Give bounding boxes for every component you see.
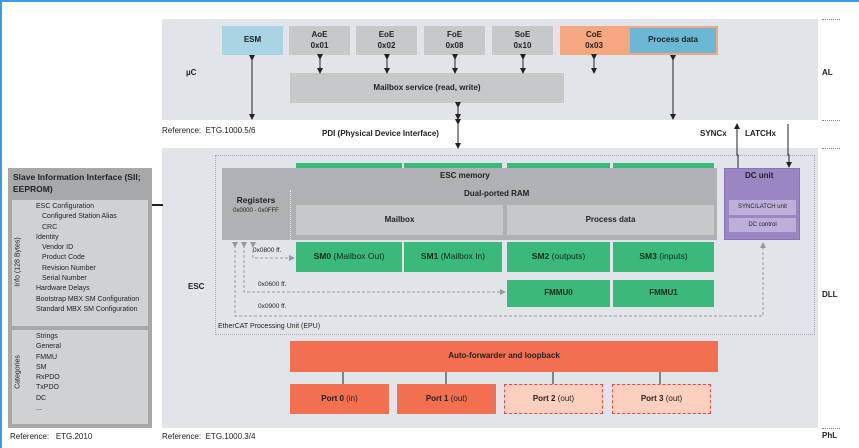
port-3: Port 3 (out): [612, 384, 711, 414]
layer-divider: [822, 428, 840, 429]
sm-tab: [507, 163, 610, 171]
process-data-area: Process data: [507, 205, 714, 235]
fmmu1: FMMU1: [613, 280, 714, 307]
mailbox-service-label: Mailbox service (read, write): [373, 82, 481, 92]
sii-category-item: General: [36, 343, 61, 351]
epu-label: EtherCAT Processing Unit (EPU): [218, 323, 321, 330]
fmmu0: FMMU0: [507, 280, 610, 307]
sii-category-item: Strings: [36, 333, 58, 340]
esm-box: ESM: [222, 26, 283, 55]
dc-unit-label: DC unit: [745, 171, 774, 180]
sii-category-item: SM: [36, 363, 47, 371]
al-layer-label: AL: [822, 68, 833, 77]
sii-connector: [152, 204, 163, 206]
sii-info-item: Bootstrap MBX SM Configuration: [36, 295, 140, 303]
sii-info-item: Identity: [36, 233, 59, 241]
uc-label: µC: [186, 68, 197, 77]
dual-ported-ram-label: Dual-ported RAM: [464, 189, 530, 198]
sii-info-item: Product Code: [42, 254, 85, 262]
phl-layer-label: PhL: [822, 431, 838, 440]
sii-info-item: Configured Station Alias: [42, 213, 117, 221]
sii-info-item: Serial Number: [42, 275, 87, 283]
sii-category-item: DC: [36, 394, 47, 402]
sm-tab: [404, 163, 502, 171]
mailbox-service: Mailbox service (read, write): [290, 73, 564, 103]
address-dc: 0x0900 ff.: [258, 303, 287, 310]
esc-reference: Reference: ETG.1000.3/4: [162, 432, 256, 441]
mailbox-area: Mailbox: [296, 205, 503, 235]
sii-reference: Reference: ETG.2010: [10, 432, 93, 441]
top-border: [0, 0, 859, 2]
sm-tab: [296, 163, 402, 171]
al-reference: Reference: ETG.1000.5/6: [162, 126, 256, 135]
auto-forwarder: Auto-forwarder and loopback: [290, 341, 718, 372]
port-0: Port 0 (in): [290, 384, 389, 414]
sii-info-item: Revision Number: [42, 264, 96, 272]
sii-info-item: Vendor ID: [42, 244, 74, 252]
process-data-label: Process data: [648, 35, 698, 45]
esc-label: ESC: [188, 282, 205, 291]
sii-title: Slave Information Interface (SII; EEPROM…: [13, 172, 141, 194]
esc-memory-label: ESC memory: [440, 171, 490, 180]
syncx-label: SYNCx: [700, 129, 727, 138]
sii-category-item: TxPDO: [36, 384, 59, 392]
sm-tab: [613, 163, 714, 171]
layer-divider: [822, 148, 840, 149]
sii-info: [12, 200, 148, 326]
sii-categories: [12, 330, 148, 424]
dll-layer-label: DLL: [822, 290, 838, 299]
sii-category-item: RxPDO: [36, 374, 60, 382]
process-data-box: Process data: [630, 28, 716, 53]
registers-divider: [290, 190, 291, 240]
epu-box: [215, 155, 815, 335]
esm-label: ESM: [243, 35, 262, 45]
sii-info-item: Standard MBX SM Configuration: [36, 305, 138, 313]
syncx-arrow: [734, 123, 740, 168]
latchx-label: LATCHx: [745, 129, 776, 138]
left-border: [0, 0, 2, 448]
latchx-arrow: [786, 124, 792, 168]
pdi-label: PDI (Physical Device Interface): [322, 129, 439, 138]
port-2: Port 2 (out): [504, 384, 603, 414]
sii-category-item: FMMU: [36, 353, 57, 361]
sii-info-item: ESC Configuration: [36, 203, 94, 210]
layer-divider: [822, 120, 840, 121]
sii-info-item: CRC: [42, 223, 58, 231]
sii-info-item: Hardware Delays: [36, 285, 90, 293]
sii-category-item: ...: [36, 405, 42, 413]
layer-divider: [822, 19, 840, 20]
sync-latch-unit: SYNC/LATCH unit: [729, 200, 796, 215]
dc-control: DC control: [729, 218, 796, 232]
port-1: Port 1 (out): [397, 384, 496, 414]
